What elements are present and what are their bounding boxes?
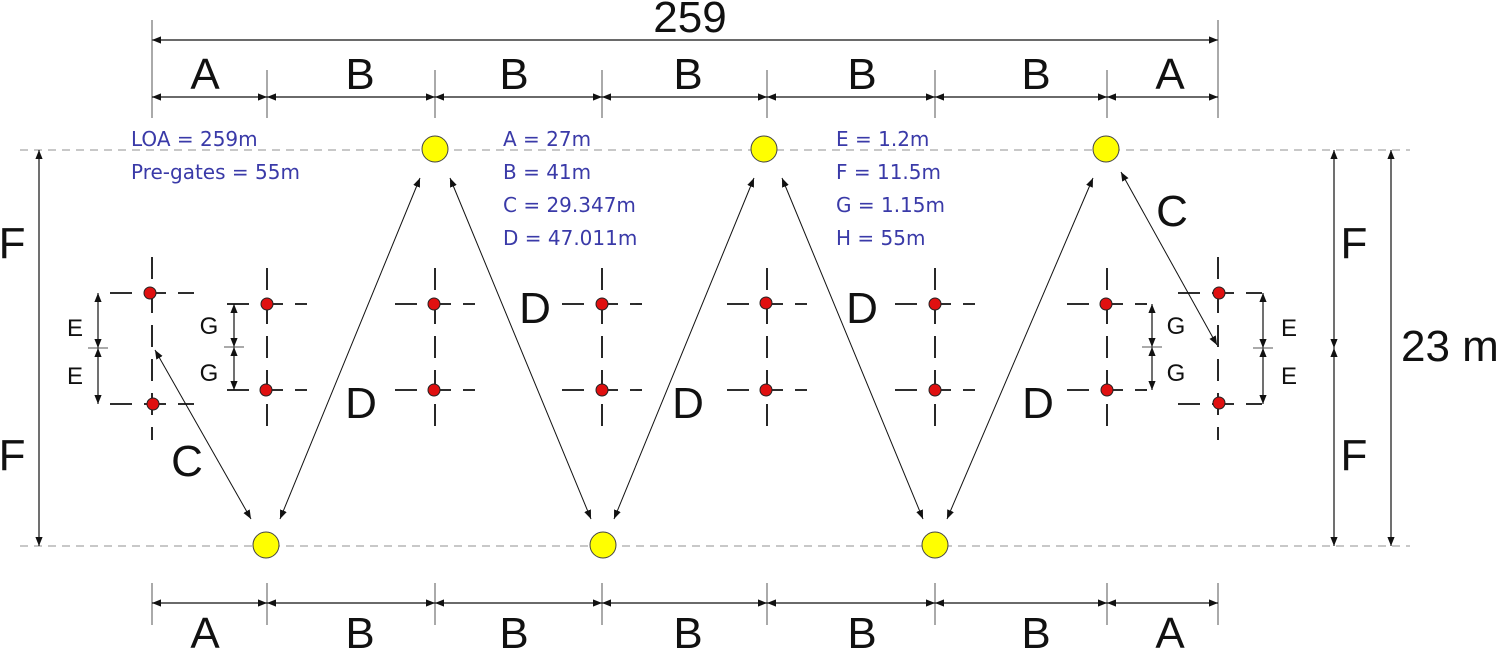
gate-markers (143, 286, 1226, 411)
legend-line: C = 29.347m (503, 193, 636, 217)
legend-line: B = 41m (503, 160, 591, 184)
route-label-d: D (672, 379, 704, 428)
gate-marker (595, 297, 609, 311)
turning-buoy (1092, 135, 1120, 163)
route-label-d: D (846, 284, 878, 333)
total-length-label: 259 (653, 0, 726, 42)
bottom-segment-label: B (847, 609, 876, 651)
gap-labels: E E G G G G E E (67, 313, 1297, 390)
turning-buoys (252, 135, 1120, 559)
gap-label-g: G (200, 313, 219, 340)
bottom-segment-label: B (499, 609, 528, 651)
turning-buoy (589, 531, 617, 559)
left-f-top-label: F (0, 219, 25, 268)
top-segment-label: A (1155, 50, 1185, 99)
route-label-d: D (519, 284, 551, 333)
gate-marker (928, 297, 942, 311)
gate-marker (1212, 286, 1226, 300)
gap-label-e: E (1281, 315, 1297, 342)
gap-label-g: G (1167, 360, 1186, 387)
gap-label-e: E (67, 315, 83, 342)
legend-left: LOA = 259m Pre-gates = 55m (131, 127, 300, 184)
top-segment-label: B (1021, 50, 1050, 99)
legend-line: LOA = 259m (131, 127, 258, 151)
top-segment-label: B (673, 50, 702, 99)
total-width-label: 23 m (1401, 322, 1499, 371)
bottom-segment-label: B (673, 609, 702, 651)
right-f-bottom-label: F (1341, 431, 1368, 480)
gate-marker (427, 383, 441, 397)
turning-buoy (421, 135, 449, 163)
gap-dimensions (88, 293, 1273, 404)
legend-right: E = 1.2m F = 11.5m G = 1.15m H = 55m (836, 127, 945, 250)
legend-line: Pre-gates = 55m (131, 160, 300, 184)
top-segment-label: B (499, 50, 528, 99)
gate-marker (759, 383, 773, 397)
route-lines (154, 171, 1218, 520)
legend-line: H = 55m (836, 226, 925, 250)
legend-line: A = 27m (503, 127, 591, 151)
gate-marker (928, 383, 942, 397)
gate-marker (259, 383, 273, 397)
right-f-top-label: F (1341, 219, 1368, 268)
gate-marker (143, 286, 157, 300)
turning-buoy (750, 135, 778, 163)
turning-buoy (252, 531, 280, 559)
gate-marker (260, 297, 274, 311)
legend-line: D = 47.011m (503, 226, 637, 250)
gate-marker (595, 383, 609, 397)
legend-line: F = 11.5m (836, 160, 941, 184)
legend-middle: A = 27m B = 41m C = 29.347m D = 47.011m (503, 127, 637, 250)
top-segment-label: B (345, 50, 374, 99)
bottom-segment-label: A (190, 609, 220, 651)
bottom-segment-label: B (345, 609, 374, 651)
bottom-segment-label: B (1021, 609, 1050, 651)
top-segment-labels: A B B B B B A (190, 50, 1185, 99)
gate-marker (1099, 297, 1113, 311)
gate-marker (1212, 396, 1226, 410)
gate-marker (427, 297, 441, 311)
route-label-c-left: C (171, 437, 203, 486)
gap-label-e: E (67, 363, 83, 390)
gate-marker (1100, 383, 1114, 397)
top-segment-label: A (190, 50, 220, 99)
top-segment-label: B (847, 50, 876, 99)
bottom-segment-labels: A B B B B B A (190, 609, 1185, 651)
left-f-bottom-label: F (0, 431, 25, 480)
gap-label-g: G (200, 360, 219, 387)
gate-marker (146, 397, 160, 411)
bottom-segment-label: A (1155, 609, 1185, 651)
legend-line: E = 1.2m (836, 127, 929, 151)
route-label-c-right: C (1156, 187, 1188, 236)
turning-buoy (921, 531, 949, 559)
route-label-d: D (345, 379, 377, 428)
gate-marker (759, 296, 773, 310)
gap-label-e: E (1281, 363, 1297, 390)
route-label-d: D (1022, 379, 1054, 428)
legend-line: G = 1.15m (836, 193, 945, 217)
gap-label-g: G (1167, 313, 1186, 340)
